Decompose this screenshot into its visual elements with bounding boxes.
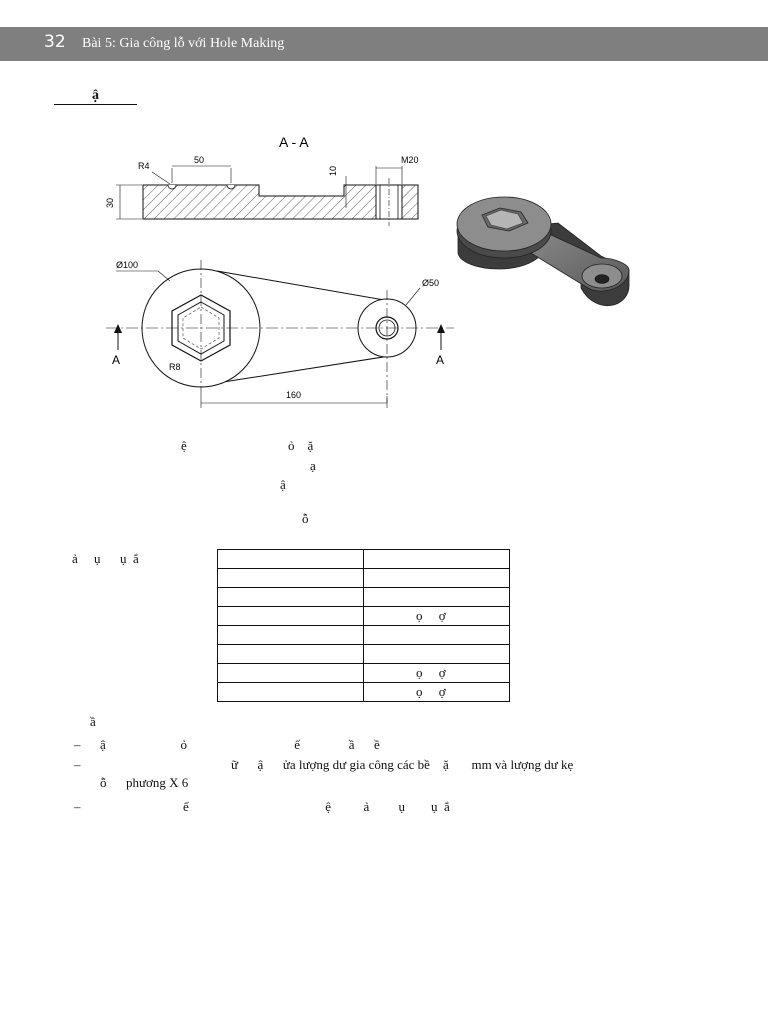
page-header: 32 Bài 5: Gia công lỗ với Hole Making (0, 27, 768, 61)
para-line1-a: ệ (181, 438, 187, 453)
dim-d50: Ø50 (422, 278, 439, 288)
dim-d100: Ø100 (116, 260, 138, 270)
table-cell (217, 682, 364, 702)
technical-drawing: A - A 50 R4 10 M20 30 (96, 128, 641, 413)
table-cell (217, 644, 364, 664)
table-row (217, 587, 510, 607)
cut-label-right: A (436, 353, 444, 367)
table-cell (217, 663, 364, 683)
dim-10: 10 (328, 166, 338, 176)
iso-view (456, 196, 630, 306)
table-row (217, 549, 510, 569)
table-row: ọ ợ (217, 663, 510, 683)
para-line4: ỗ (302, 511, 309, 526)
dim-30: 30 (105, 198, 115, 208)
table-row: ọ ợ (217, 606, 510, 626)
para-line1-b: ỏ ặ (288, 438, 314, 453)
table-cell (363, 587, 510, 607)
table-row: ọ ợ (217, 682, 510, 702)
table-cell (363, 568, 510, 588)
table-cell (217, 549, 364, 569)
note-item-1: ậ ỏ ế ầ ề (100, 737, 380, 752)
table-cell: ọ ợ (363, 663, 510, 683)
table-cell: ọ ợ (363, 682, 510, 702)
cut-label-left: A (112, 353, 120, 367)
drawing-svg: A - A 50 R4 10 M20 30 (105, 134, 630, 408)
table-caption: ả ụ ụ ắ (72, 551, 139, 566)
note-item-2-line1: ữ ậ ửa lượng dư gia công các bề ặ mm và … (231, 757, 574, 772)
page-number: 32 (44, 32, 66, 52)
dim-m20: M20 (401, 155, 419, 165)
section-label: A - A (279, 134, 309, 150)
table-cell (217, 587, 364, 607)
dim-r4: R4 (138, 161, 150, 171)
para-line2: ạ (310, 458, 316, 473)
table-cell: ọ ợ (363, 606, 510, 626)
table-row (217, 644, 510, 664)
table-cell (363, 644, 510, 664)
note-item-2-line2: ỗ phương X 6 (100, 775, 189, 790)
section-title: ậ (54, 88, 137, 105)
bullet-dash: – (74, 757, 81, 772)
bullet-dash: – (74, 737, 81, 752)
notes-heading: ầ (90, 714, 96, 729)
table-cell (217, 606, 364, 626)
dim-160: 160 (286, 390, 301, 400)
arm-outline (216, 270, 397, 384)
table-cell (363, 625, 510, 645)
table-cell (363, 549, 510, 569)
specification-table: ọ ợ ọ ợ ọ ợ (217, 549, 510, 702)
chapter-title: Bài 5: Gia công lỗ với Hole Making (82, 36, 285, 51)
bullet-dash: – (74, 799, 81, 814)
table-cell (217, 568, 364, 588)
section-view-body (142, 184, 419, 220)
dim-50: 50 (194, 155, 204, 165)
dim-r8: R8 (169, 362, 181, 372)
table-row (217, 568, 510, 588)
para-line3: ậ (280, 477, 286, 492)
note-item-3: ế ệ ả ụ ụ ắ (183, 799, 450, 814)
table-cell (217, 625, 364, 645)
table-row (217, 625, 510, 645)
